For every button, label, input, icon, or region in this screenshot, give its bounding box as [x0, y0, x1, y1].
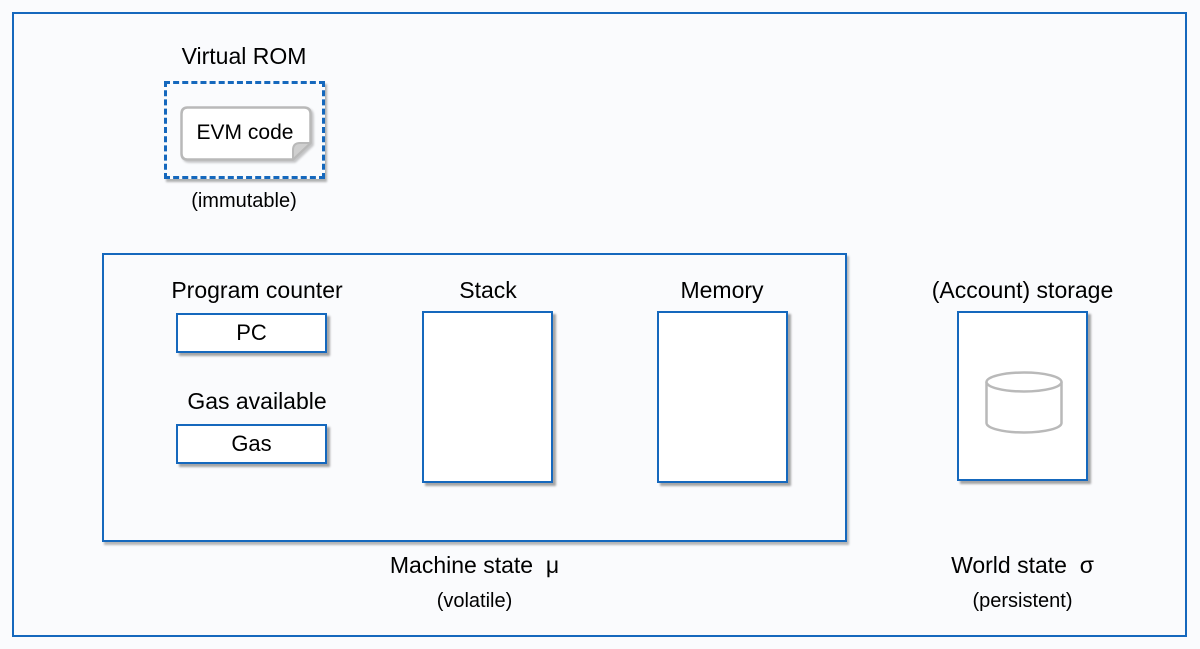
- outer-frame: [12, 12, 1187, 637]
- machine-state-caption: Machine state μ: [389, 552, 560, 578]
- memory-box: [657, 311, 788, 483]
- memory-label: Memory: [680, 277, 764, 303]
- note-folded-corner-icon: [180, 106, 312, 161]
- world-state-caption: World state σ: [951, 552, 1094, 578]
- gas-box: Gas: [176, 424, 327, 464]
- machine-state-caption-note: (volatile): [436, 590, 513, 612]
- evm-code-note: EVM code: [196, 120, 294, 144]
- gas-box-label: Gas: [231, 431, 272, 456]
- virtual-rom-title: Virtual ROM: [181, 43, 307, 69]
- virtual-rom-subtitle: (immutable): [191, 190, 297, 212]
- gas-available-label: Gas available: [187, 388, 327, 414]
- database-cylinder-icon: [985, 371, 1063, 434]
- pc-box: PC: [176, 313, 327, 353]
- stack-label: Stack: [459, 277, 517, 303]
- account-storage-label: (Account) storage: [931, 277, 1114, 303]
- stack-box: [422, 311, 553, 483]
- world-state-caption-note: (persistent): [972, 590, 1073, 612]
- pc-box-label: PC: [236, 320, 267, 345]
- program-counter-label: Program counter: [171, 277, 343, 303]
